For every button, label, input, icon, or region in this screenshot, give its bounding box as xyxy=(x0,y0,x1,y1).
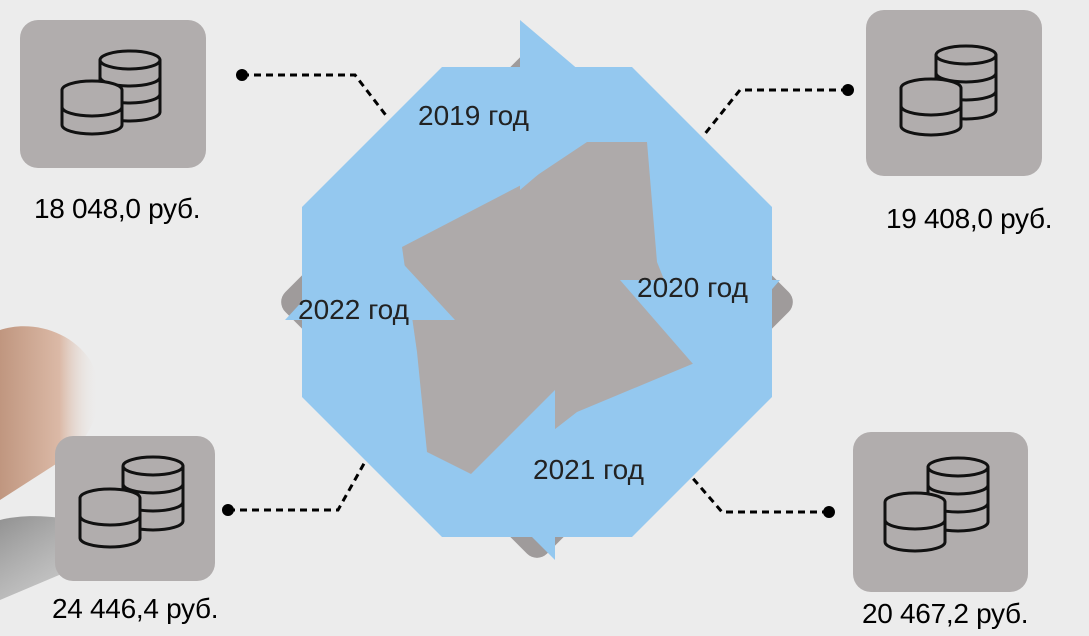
year-label-2019: 2019 год xyxy=(418,100,529,131)
arrow-2021-head xyxy=(470,390,555,560)
coins-stack-icon xyxy=(78,455,185,549)
coins-stack-icon xyxy=(899,44,998,137)
connector-2019 xyxy=(242,73,390,119)
connector-dot-2020 xyxy=(842,84,854,96)
year-label-2020: 2020 год xyxy=(637,272,748,303)
connector-2020 xyxy=(702,88,848,136)
amount-2019: 18 048,0 руб. xyxy=(34,193,201,224)
connector-2022 xyxy=(228,459,368,512)
amount-2021: 20 467,2 руб. xyxy=(862,598,1029,629)
arrow-2022-head xyxy=(285,228,455,320)
coin-box-2020 xyxy=(866,10,1042,176)
coins-stack-icon xyxy=(60,49,162,136)
coin-box-2019 xyxy=(20,20,206,168)
year-label-2021: 2021 год xyxy=(533,454,644,485)
coins-stack-icon xyxy=(883,456,990,553)
arrow-2019-head xyxy=(520,20,620,190)
connector-2021 xyxy=(688,474,829,514)
connector-dot-2021 xyxy=(823,506,835,518)
amount-2020: 19 408,0 руб. xyxy=(886,203,1053,234)
year-label-2022: 2022 год xyxy=(298,294,409,325)
arrow-2020-head xyxy=(620,280,780,372)
coin-box-2021 xyxy=(853,432,1028,592)
connector-dot-2022 xyxy=(222,504,234,516)
connector-dot-2019 xyxy=(236,69,248,81)
amount-2022: 24 446,4 руб. xyxy=(52,593,219,624)
coin-box-2022 xyxy=(55,436,215,581)
